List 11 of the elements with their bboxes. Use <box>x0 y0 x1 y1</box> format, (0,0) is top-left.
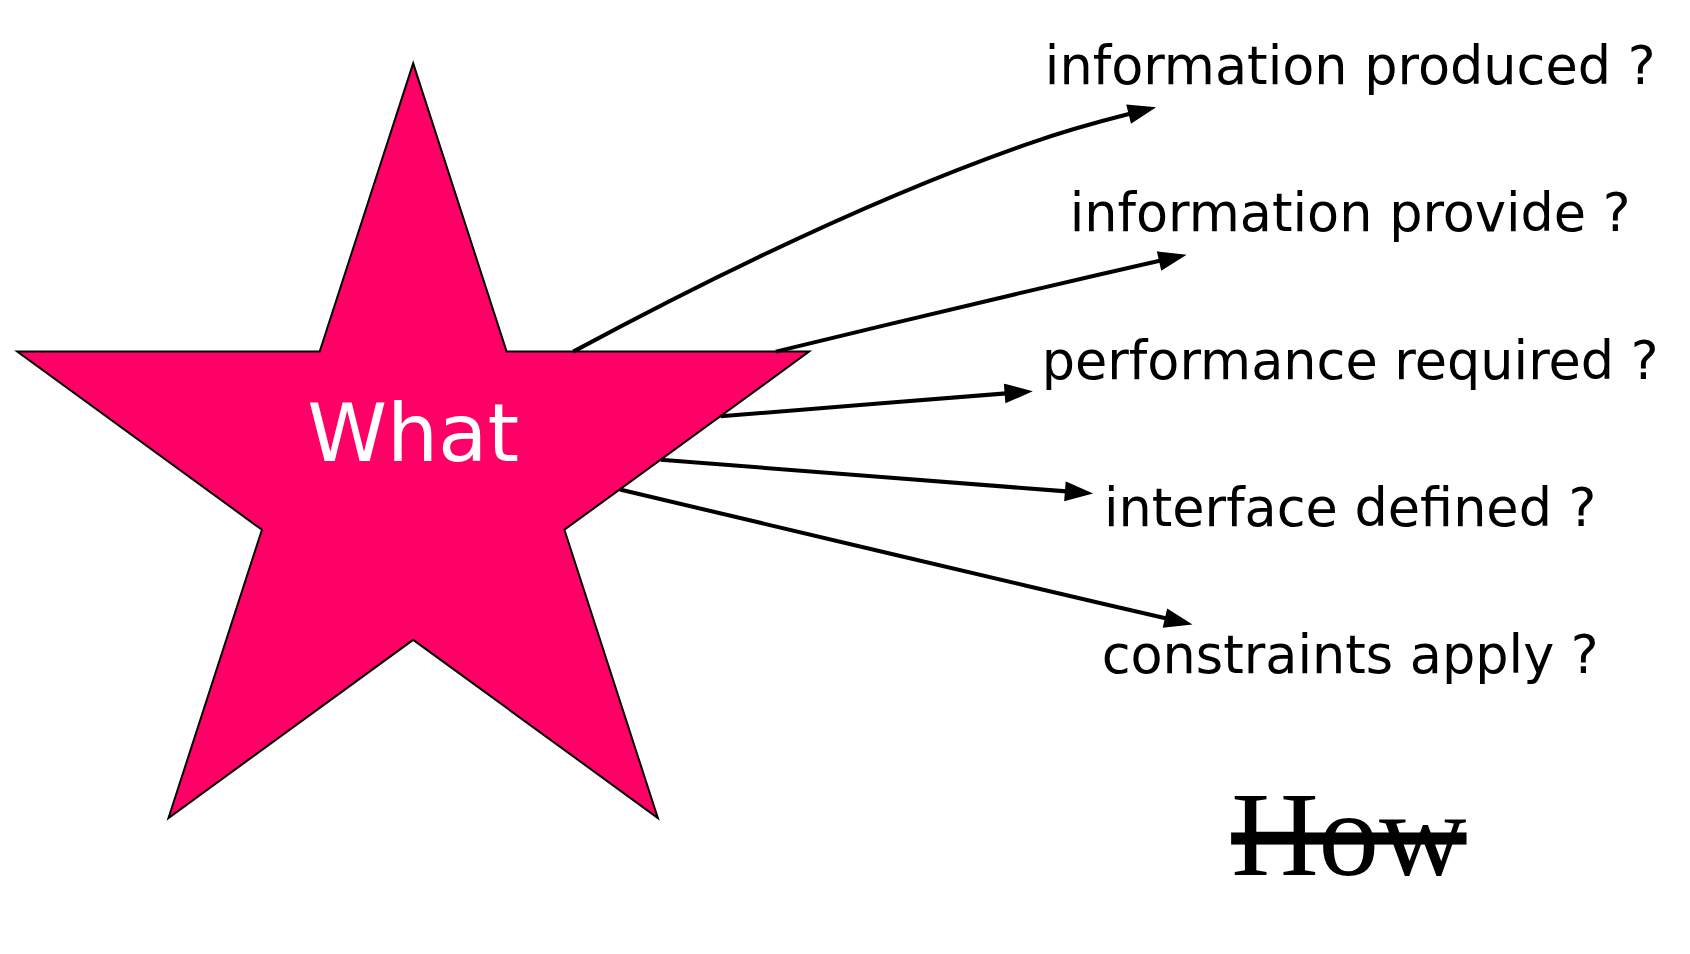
node-text: information provide ? <box>1069 181 1631 243</box>
arrow <box>572 103 1157 353</box>
arrow <box>720 383 1033 418</box>
arrow <box>619 487 1193 628</box>
node-text: constraints apply ? <box>1101 623 1599 685</box>
arrow <box>775 250 1187 354</box>
node-text: performance required ? <box>1041 329 1659 391</box>
node-text: interface defined ? <box>1103 476 1597 538</box>
label: How <box>1231 766 1467 901</box>
node-text: information produced ? <box>1044 34 1656 96</box>
arrow <box>660 457 1094 501</box>
